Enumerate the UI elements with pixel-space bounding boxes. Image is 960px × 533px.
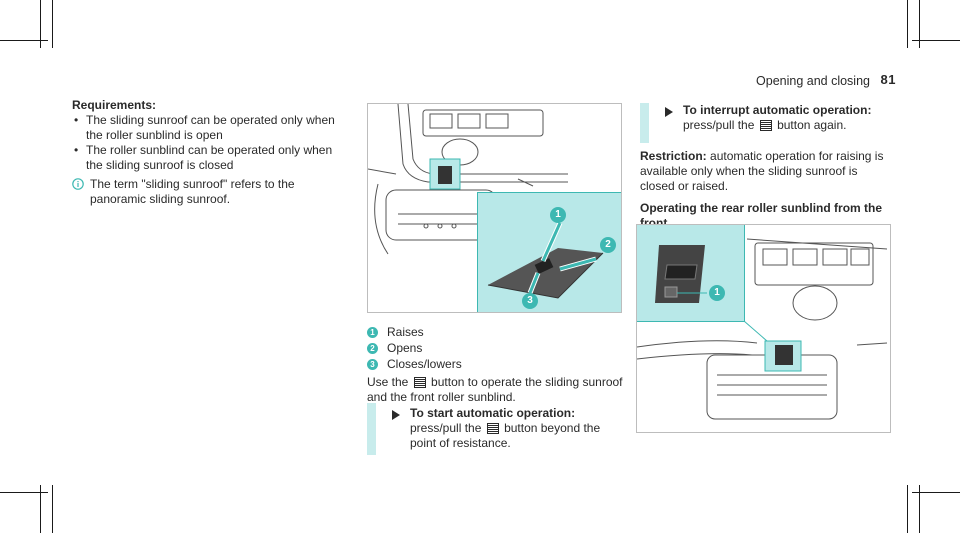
callout-badge-1: 1 <box>550 207 566 223</box>
legend-label: Raises <box>387 325 424 339</box>
right-column: Restriction: automatic operation for rai… <box>640 149 892 231</box>
step-arrow-icon <box>665 107 673 117</box>
step-heading: To interrupt automatic operation: <box>683 103 872 117</box>
step-text: press/pull the <box>683 118 755 132</box>
note: The term "sliding sunroof" refers to the… <box>72 177 344 207</box>
usage-paragraph: Use the button to operate the sliding su… <box>367 375 627 405</box>
legend-label: Opens <box>387 341 423 355</box>
note-text: The term "sliding sunroof" refers to the… <box>90 177 295 206</box>
crop-mark <box>52 0 53 48</box>
info-icon <box>72 178 84 190</box>
step-text: button again. <box>777 118 847 132</box>
sunroof-control-figure: 1 2 3 <box>367 103 622 313</box>
crop-mark <box>0 492 48 493</box>
legend-badge: 3 <box>367 359 378 370</box>
section-title: Opening and closing <box>756 74 870 88</box>
requirement-item: The roller sunblind can be operated only… <box>72 143 344 173</box>
crop-mark <box>907 485 908 533</box>
sunroof-switch-closeup <box>487 221 604 299</box>
crop-mark <box>907 0 908 48</box>
step-text: button beyond the point of resistance. <box>410 421 601 450</box>
step-bar <box>640 103 649 143</box>
legend-item: 2 Opens <box>367 341 627 356</box>
callout-badge-2: 2 <box>600 237 616 253</box>
legend-badge: 2 <box>367 343 378 354</box>
crop-mark <box>912 492 960 493</box>
crop-mark <box>919 485 920 533</box>
legend-item: 1 Raises <box>367 325 627 340</box>
step-text: press/pull the <box>410 421 482 435</box>
start-auto-step: To start automatic operation: press/pull… <box>410 406 625 451</box>
usage-text: button to operate the sliding sunroof an… <box>367 375 623 404</box>
callout-badge-3: 3 <box>522 293 538 309</box>
crop-mark <box>919 0 920 48</box>
crop-mark <box>0 40 48 41</box>
step-heading: To start automatic operation: <box>410 406 576 420</box>
step-arrow-icon <box>392 410 400 420</box>
middle-column: 1 Raises 2 Opens 3 Closes/lowers Use the bu… <box>367 325 627 405</box>
sunroof-button-icon <box>759 120 772 131</box>
restriction-text: automatic operation for raising is avail… <box>640 149 884 193</box>
legend-badge: 1 <box>367 327 378 338</box>
requirements-heading: Re­quirements: <box>72 98 157 112</box>
interrupt-step: To interrupt automatic operation: press/… <box>683 103 893 133</box>
usage-text: Use the <box>367 375 409 389</box>
overhead-console-illustration <box>368 104 568 255</box>
left-column: Re­quirements: The sliding sunroof can b… <box>72 98 344 207</box>
crop-mark <box>52 485 53 533</box>
rear-sunblind-switch-closeup <box>655 245 707 303</box>
sunroof-button-icon <box>413 377 426 388</box>
zoom-callout: 1 2 3 <box>477 192 621 312</box>
crop-mark <box>40 485 41 533</box>
requirement-item: The sliding sunroof can be operated only… <box>72 113 344 143</box>
crop-mark <box>912 40 960 41</box>
sunroof-button-icon <box>486 423 499 434</box>
zoom-callout: 1 <box>637 225 745 322</box>
legend-item: 3 Closes/lowers <box>367 357 627 372</box>
step-bar <box>367 403 376 455</box>
legend-label: Closes/lowers <box>387 357 462 371</box>
page-number: 81 <box>880 72 896 87</box>
restriction-label: Restriction: <box>640 149 707 163</box>
callout-badge-1: 1 <box>709 285 725 301</box>
crop-mark <box>40 0 41 48</box>
rear-sunblind-figure: 1 <box>636 224 891 433</box>
